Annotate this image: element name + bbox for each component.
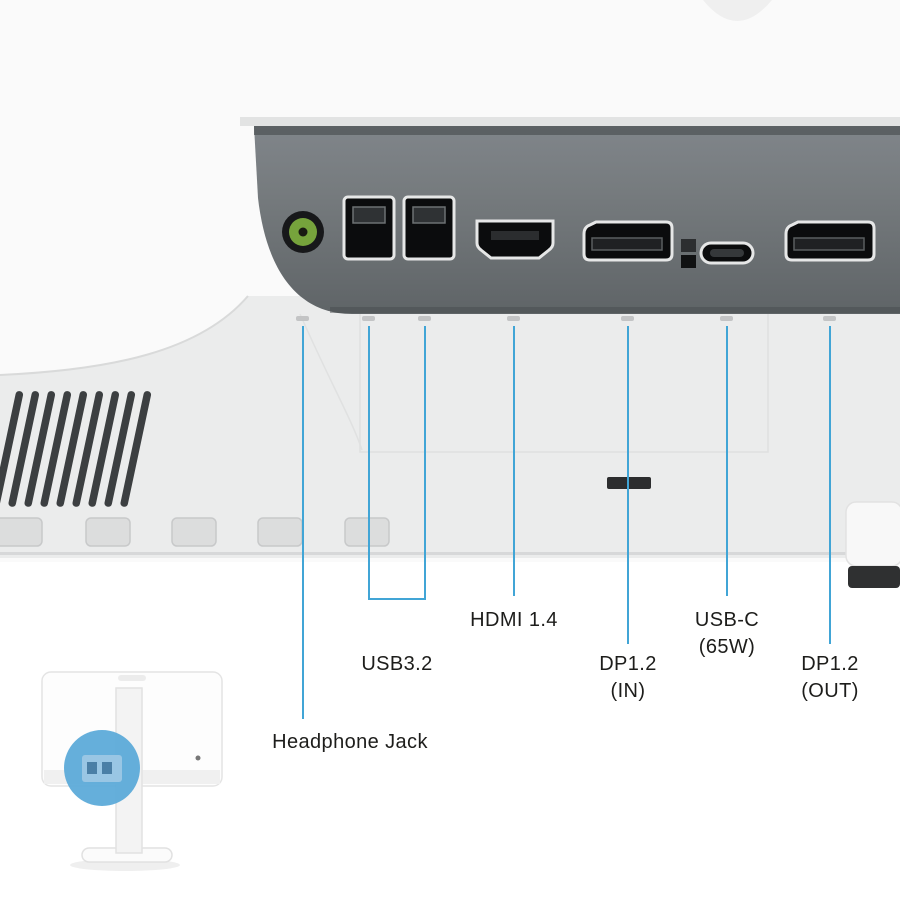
- headphone-jack-port: [282, 211, 324, 253]
- lock-slot: [681, 239, 696, 268]
- usb2-callout-line: [424, 326, 426, 600]
- hdmi-port: [475, 219, 555, 260]
- monitor-rear-inset: [41, 671, 223, 871]
- control-button: [85, 517, 131, 547]
- usb-c-label-line2: (65W): [698, 636, 756, 658]
- control-button: [344, 517, 390, 547]
- panel-top-shadow: [240, 117, 900, 126]
- dp-in-port: [582, 220, 674, 262]
- hdmi-callout-line: [513, 326, 515, 596]
- usb-label: USB3.2: [361, 651, 432, 678]
- shell-crease: [299, 313, 363, 451]
- usb-label-text: USB3.2: [361, 653, 433, 675]
- shell-seam: [0, 295, 249, 376]
- dp-in-label-line1: DP1.2: [599, 653, 657, 675]
- dp-out-callout-line: [829, 326, 831, 644]
- control-button: [257, 517, 303, 547]
- dp-in-label-line2: (IN): [610, 680, 646, 702]
- headphone-jack-label-text: Headphone Jack: [272, 731, 428, 753]
- dp-out-label-line2: (OUT): [801, 680, 859, 702]
- control-button: [171, 517, 217, 547]
- usb-c-label-line1: USB-C: [694, 609, 760, 631]
- usb-c-callout-line: [726, 326, 728, 596]
- inset-port-highlight-circle: [64, 730, 140, 806]
- lower-shell: [0, 296, 900, 558]
- dp-in-label: DP1.2 (IN): [599, 651, 657, 705]
- control-buttons: [0, 517, 390, 547]
- usb2-chassis-icon: [418, 316, 431, 321]
- usb-c-label: USB-C (65W): [695, 607, 759, 661]
- usb1-callout-line: [368, 326, 370, 600]
- io-panel-bottom-edge: [330, 307, 900, 313]
- cable-notch: [703, 0, 772, 21]
- io-panel-top-edge: [254, 126, 900, 135]
- hdmi-label-text: HDMI 1.4: [470, 609, 558, 631]
- dp-out-label: DP1.2 (OUT): [801, 651, 859, 705]
- usb-a-port-2: [402, 195, 456, 261]
- inset-led-dot: [195, 755, 201, 761]
- dp-out-label-line1: DP1.2: [801, 653, 859, 675]
- headphone-callout-line: [302, 326, 304, 719]
- io-panel: [254, 126, 900, 314]
- dp-out-chassis-icon: [823, 316, 836, 321]
- dp-in-chassis-icon: [621, 316, 634, 321]
- shell-slot: [607, 477, 651, 489]
- headphone-chassis-icon: [296, 316, 309, 321]
- monitor-underside-illustration: [0, 0, 900, 588]
- right-clamp: [845, 501, 900, 588]
- hdmi-label: HDMI 1.4: [470, 607, 558, 634]
- usb-c-chassis-icon: [720, 316, 733, 321]
- mount-recess: [359, 300, 769, 453]
- dp-in-callout-line: [627, 326, 629, 644]
- bottom-edge: [0, 552, 846, 555]
- headphone-jack-label: Headphone Jack: [272, 729, 428, 756]
- dp-out-port: [784, 220, 876, 262]
- usb-c-port: [699, 241, 755, 265]
- usb-callout-connector: [368, 598, 426, 600]
- usb-a-port-1: [342, 195, 396, 261]
- hdmi-chassis-icon: [507, 316, 520, 321]
- control-button: [0, 517, 43, 547]
- vent-grille: [0, 391, 152, 507]
- usb1-chassis-icon: [362, 316, 375, 321]
- inset-logo-mark: [118, 675, 146, 681]
